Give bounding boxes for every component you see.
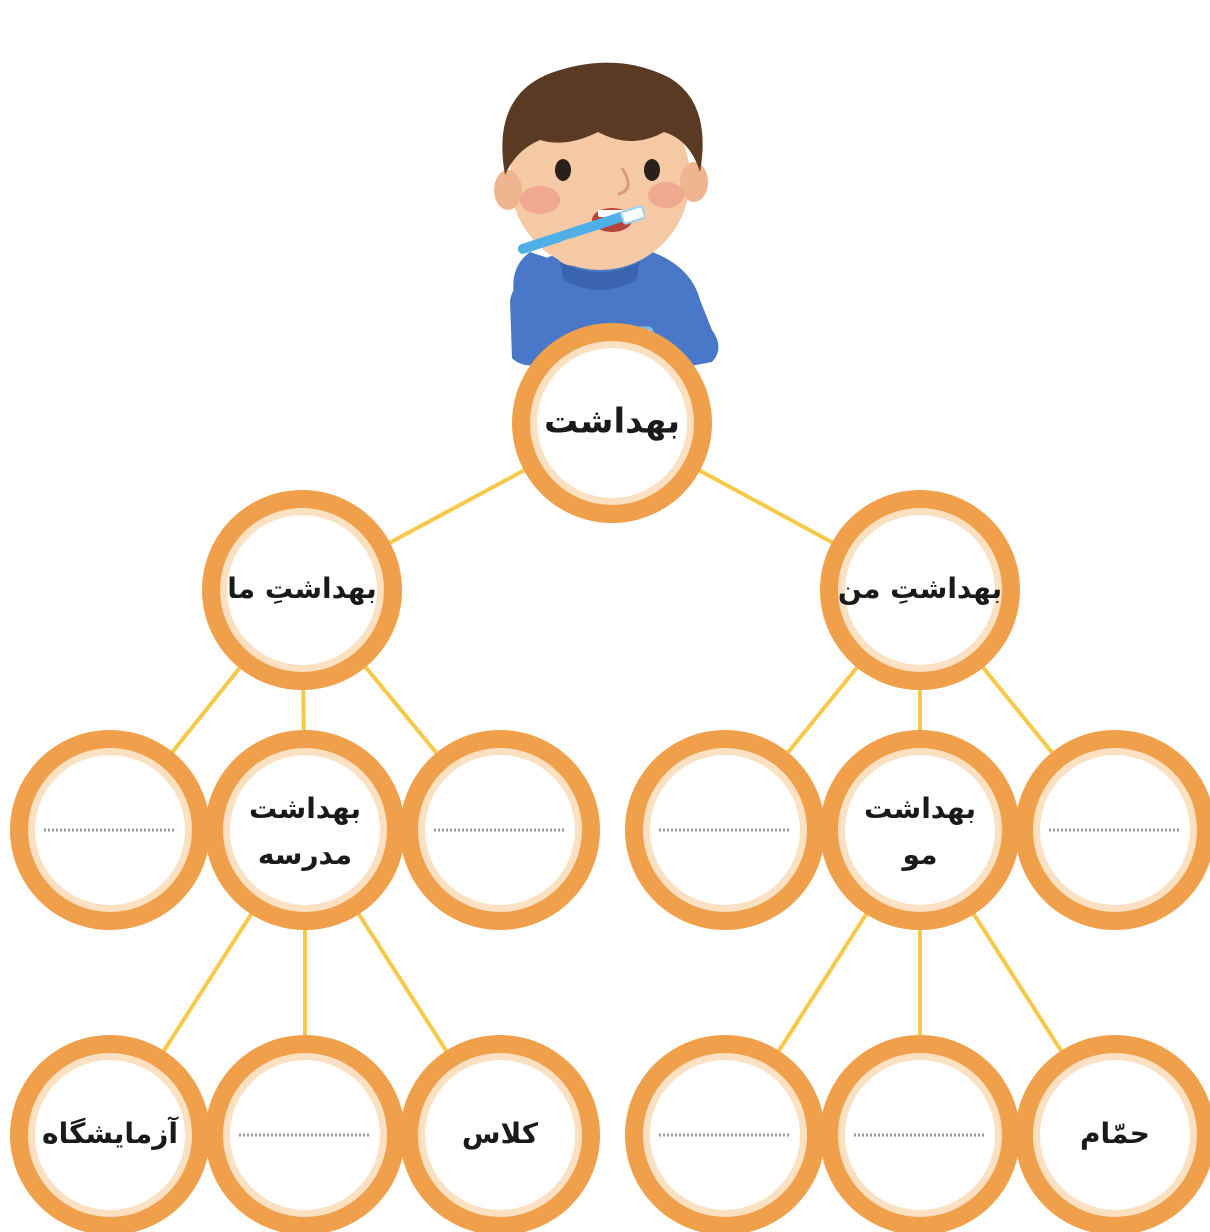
boy-cheek-right xyxy=(648,182,684,208)
boy-eye-left xyxy=(555,159,571,181)
node-branch-2-face xyxy=(845,515,995,665)
node-branch-1-leaf-3-face xyxy=(425,1060,575,1210)
node-branch-1-leaf-3-label: کلاس xyxy=(462,1117,539,1150)
boy-hand-brush xyxy=(555,238,595,266)
node-root-face xyxy=(537,348,687,498)
node-branch-2-leaf-3: حمّام xyxy=(1015,1035,1210,1232)
node-branch-2-label: بهداشتِ من xyxy=(838,572,1002,605)
boy-collar xyxy=(560,262,640,290)
node-branch-1-child-3 xyxy=(400,730,600,930)
node-branch-2-leaf-3-label: حمّام xyxy=(1080,1117,1150,1150)
node-root-label: بهداشت xyxy=(544,402,680,442)
boy-cheek-left xyxy=(520,186,560,214)
boy-nose xyxy=(617,167,630,196)
boy-ear-right xyxy=(680,162,708,202)
node-branch-2-child-2: بهداشت مو xyxy=(820,730,1020,930)
node-branch-1-face xyxy=(227,515,377,665)
boy-ear-left xyxy=(494,170,522,210)
node-branch-1-child-2-face xyxy=(230,755,380,905)
concept-nodes: بهداشتِ ما بهداشت مدرسه آزمایشگاه کلاس بهداشت… xyxy=(10,490,1210,1232)
node-branch-1-leaf-1: آزمایشگاه xyxy=(10,1035,210,1232)
node-branch-2-child-2-label-line2: مو xyxy=(901,838,938,871)
node-branch-2-child-2-face xyxy=(845,755,995,905)
node-branch-2-child-2-label-line1: بهداشت xyxy=(864,792,976,825)
node-branch-1-leaf-3: کلاس xyxy=(400,1035,600,1232)
node-branch-1: بهداشتِ ما xyxy=(202,490,402,690)
node-branch-2-child-1 xyxy=(625,730,825,930)
node-branch-2-leaf-3-face xyxy=(1040,1060,1190,1210)
node-root: بهداشت xyxy=(512,323,712,523)
boy-hair xyxy=(502,62,703,175)
node-branch-1-label: بهداشتِ ما xyxy=(227,572,377,605)
node-branch-1-leaf-1-face xyxy=(35,1060,185,1210)
node-branch-1-child-2: بهداشت مدرسه xyxy=(205,730,405,930)
node-branch-2-leaf-2 xyxy=(820,1035,1020,1232)
boy-eye-right xyxy=(644,159,660,181)
node-branch-2-child-3 xyxy=(1015,730,1210,930)
node-branch-1-leaf-1-label: آزمایشگاه xyxy=(42,1116,179,1150)
node-branch-1-child-1 xyxy=(10,730,210,930)
boy-arm xyxy=(513,252,560,305)
node-branch-1-child-2-label-line2: مدرسه xyxy=(258,838,352,871)
toothbrush-icon xyxy=(517,205,646,254)
node-branch-1-child-2-label-line1: بهداشت xyxy=(249,792,361,825)
node-branch-2: بهداشتِ من xyxy=(820,490,1020,690)
boy-brushing-teeth-illustration xyxy=(494,62,719,370)
node-branch-2-leaf-1 xyxy=(625,1035,825,1232)
node-branch-1-leaf-2 xyxy=(205,1035,405,1232)
